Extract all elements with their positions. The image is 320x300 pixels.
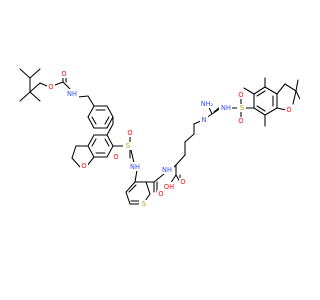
boc-carbonyl-oxygen-atom: O [60, 70, 68, 78]
atom-label: NH [221, 104, 231, 112]
amide-oxygen-atom: O [157, 190, 165, 198]
amide-nh-atom: NH [161, 165, 174, 174]
atom-label: NH₂ [201, 100, 214, 108]
atom-label-layer: O O NH O S O O NH [47, 70, 293, 208]
atom-label: O [238, 117, 243, 125]
pbf-sulfonyl-oxygen-atom-2: O [237, 117, 245, 125]
acid-carbonyl-oxygen-atom: O [179, 178, 187, 186]
atom-label: OH [164, 183, 174, 191]
atom-label: O [127, 129, 132, 137]
sulfonyl-oxygen-atom-1: O [126, 129, 134, 137]
sulfonamide-nh-atom: NH [128, 162, 141, 171]
atom-label: O [48, 83, 53, 91]
atom-label: O [286, 106, 291, 114]
pbf-sulfur-atom: S [237, 104, 246, 112]
sulfonyl-sulfur-atom: S [123, 142, 132, 150]
guanidine-nh-atom: NH [219, 103, 232, 112]
atom-label: NH [67, 90, 77, 98]
sulfonyl-oxygen-atom-2: O [112, 153, 120, 161]
atom-label: O [61, 70, 66, 78]
boc-ester-oxygen-atom: O [47, 83, 55, 91]
atom-label: S [126, 142, 130, 150]
dihydrofuran-oxygen-atom: O [80, 162, 88, 170]
atom-label: S [142, 200, 146, 208]
atom-label: O [113, 153, 118, 161]
guanidine-n-atom: N [200, 116, 208, 124]
thiophene-sulfur-atom: S [139, 200, 148, 208]
atom-label: NH [162, 166, 172, 174]
acid-hydroxyl-atom: OH [163, 182, 176, 191]
atom-label: NH [130, 163, 140, 171]
atom-label: S [240, 104, 244, 112]
atom-label: O [158, 190, 163, 198]
pbf-ring-oxygen-atom: O [285, 106, 293, 114]
atom-label: O [238, 91, 243, 99]
atom-label: N [202, 116, 207, 124]
carbamate-nh-atom: NH [66, 89, 79, 98]
atom-label: O [81, 162, 86, 170]
molecule-structure-diagram: O O NH O S O O NH [19, 68, 300, 208]
bond-layer [19, 68, 300, 205]
atom-label: O [180, 178, 185, 186]
guanidine-nh2-atom: NH₂ [199, 99, 216, 108]
pbf-sulfonyl-oxygen-atom-1: O [237, 91, 245, 99]
